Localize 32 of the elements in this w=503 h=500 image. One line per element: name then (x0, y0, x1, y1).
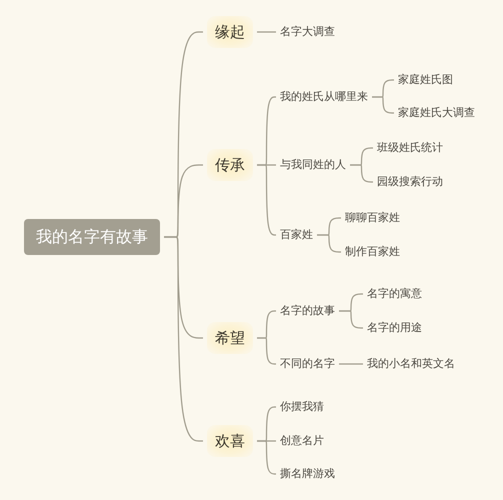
connector-line (257, 440, 277, 475)
subtopic-text: 名字的故事 (280, 303, 335, 319)
subtopic-text: 家庭姓氏大调查 (398, 105, 475, 121)
subtopic-text: 园级搜索行动 (377, 174, 443, 190)
branch-topic: 欢喜 (207, 425, 253, 457)
subtopic-text: 我的姓氏从哪里来 (280, 89, 368, 105)
connector-line (350, 164, 374, 183)
subtopic-text: 撕名牌游戏 (280, 466, 335, 482)
subtopic-text: 名字的用途 (367, 320, 422, 336)
connector-line (257, 31, 277, 33)
connector-line (164, 236, 204, 442)
root-topic-box: 我的名字有故事 (24, 219, 160, 255)
branch-topic: 希望 (207, 322, 253, 354)
subtopic-text: 名字的寓意 (367, 286, 422, 302)
subtopic-text: 与我同姓的人 (280, 157, 346, 173)
subtopic-text: 家庭姓氏图 (398, 72, 453, 88)
subtopic-text: 名字大调查 (280, 24, 335, 40)
connector-line (257, 164, 277, 236)
branch-topic: 缘起 (207, 16, 253, 48)
subtopic-text: 百家姓 (280, 227, 313, 243)
subtopic-text: 我的小名和英文名 (367, 356, 455, 372)
subtopic-text: 创意名片 (280, 433, 324, 449)
connector-line (317, 234, 342, 253)
connector-line (339, 363, 364, 365)
subtopic-text: 你摆我猜 (280, 399, 324, 415)
subtopic-text: 班级姓氏统计 (377, 140, 443, 156)
subtopic-text: 不同的名字 (280, 356, 335, 372)
connector-line (339, 310, 364, 329)
connector-line (372, 96, 395, 114)
subtopic-text: 聊聊百家姓 (345, 210, 400, 226)
branch-topic: 传承 (207, 149, 253, 181)
subtopic-text: 制作百家姓 (345, 244, 400, 260)
